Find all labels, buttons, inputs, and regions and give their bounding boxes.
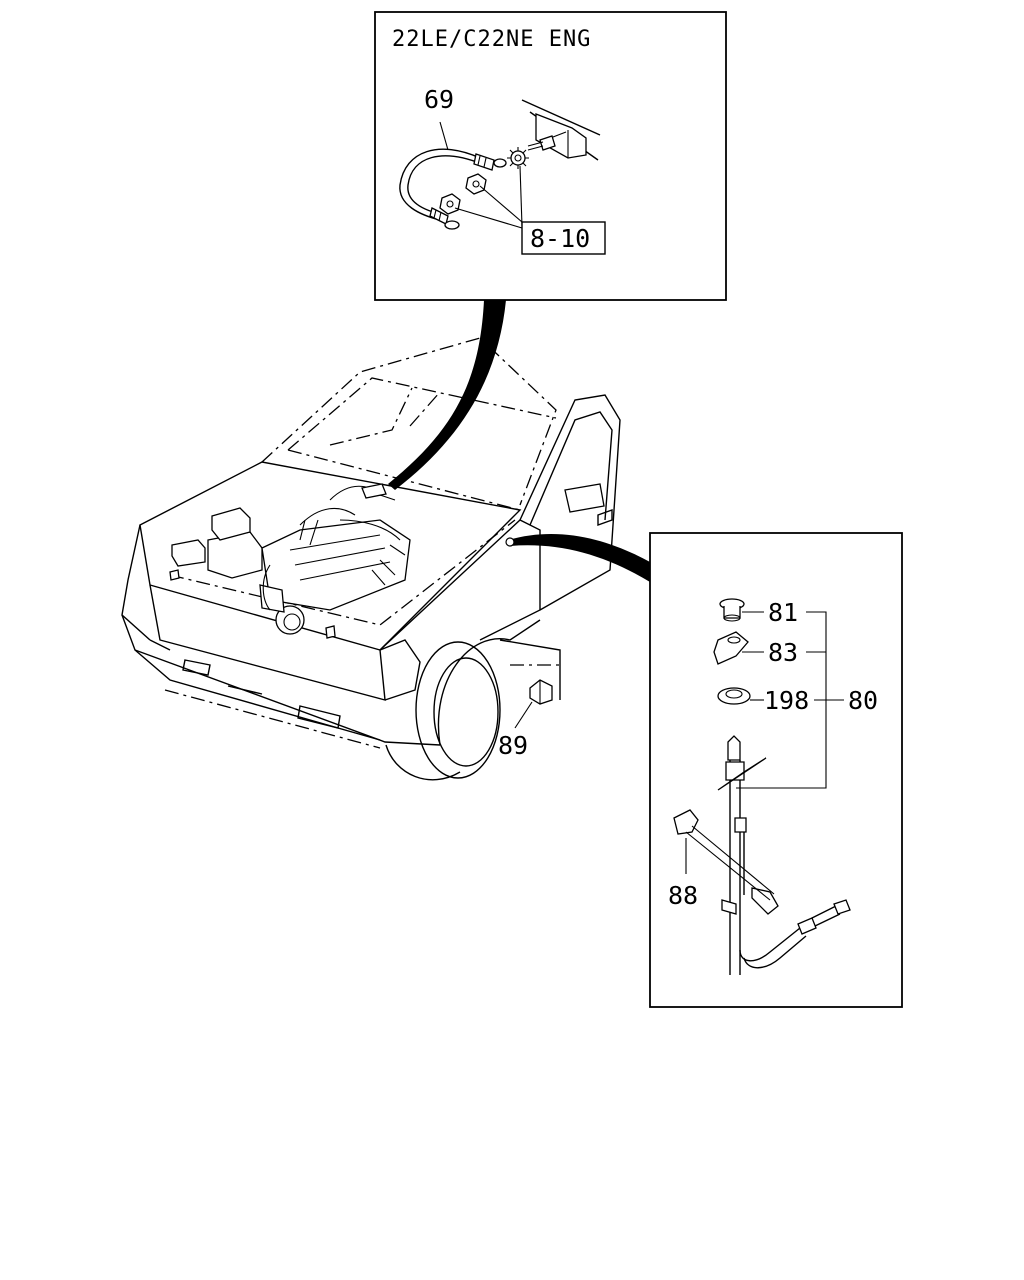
- label-89: 89: [498, 731, 528, 760]
- inset-top-title: 22LE/C22NE ENG: [392, 27, 591, 52]
- callout-ribbon-right: [508, 533, 650, 582]
- cap-icon: [719, 598, 745, 622]
- inset-antenna: 81 83 198 80: [649, 532, 903, 1008]
- nut-upper-icon: [465, 173, 487, 195]
- callout-origin-dot: [505, 537, 515, 547]
- label-83: 83: [768, 638, 798, 667]
- label-81: 81: [768, 598, 798, 627]
- inset-right-frame: [649, 532, 903, 1008]
- nut-lower-icon: [439, 193, 461, 215]
- label-69: 69: [424, 85, 454, 114]
- connector-89: 89: [498, 679, 553, 760]
- inset-top-frame: [374, 11, 727, 301]
- inset-engine-ground: 22LE/C22NE ENG: [374, 11, 727, 301]
- vehicle-illustration: [121, 337, 621, 781]
- label-80: 80: [848, 686, 878, 715]
- callout-ribbon-top: [388, 300, 506, 490]
- label-198: 198: [764, 686, 809, 715]
- star-washer-icon: [507, 147, 529, 169]
- ground-cable-69: [399, 148, 507, 230]
- bolt-icon: [527, 135, 556, 151]
- label-8-10-box: [521, 221, 606, 255]
- antenna-mast: [717, 735, 851, 975]
- bolt-88-icon: [673, 809, 775, 901]
- grommet-icon: [717, 687, 751, 705]
- clip-icon: [713, 631, 749, 665]
- label-8-10: 8-10: [530, 224, 590, 253]
- label-88: 88: [668, 881, 698, 910]
